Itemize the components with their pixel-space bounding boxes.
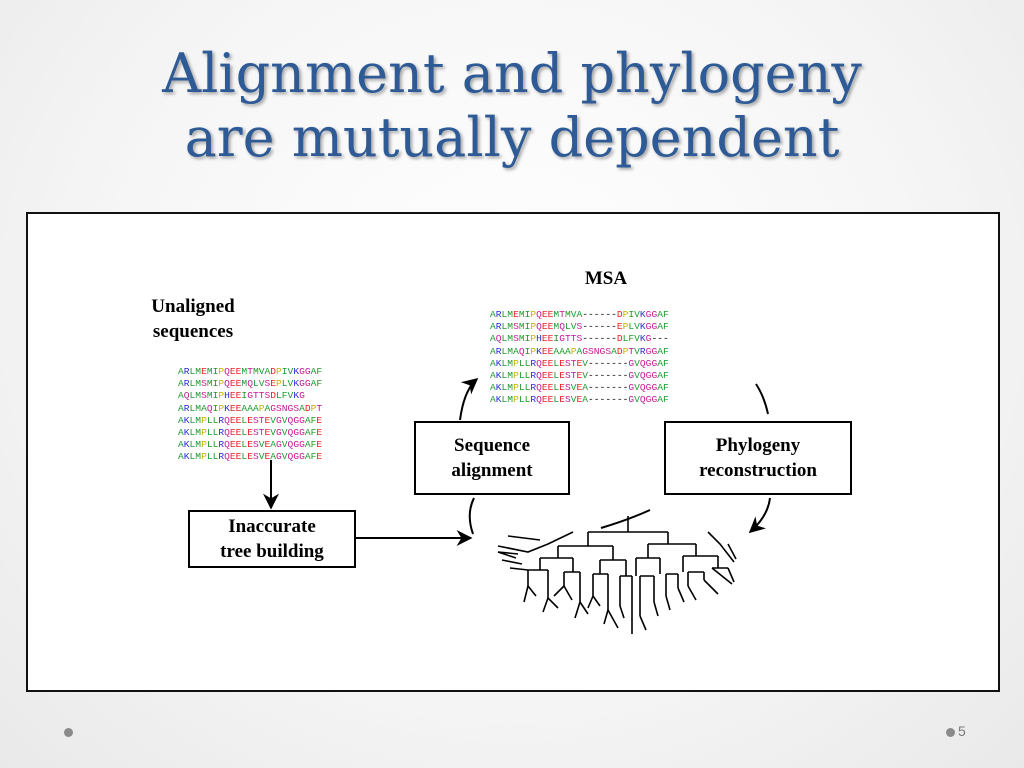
inaccurate-line2: tree building xyxy=(220,541,324,562)
sequence-alignment-box: Sequence alignment xyxy=(414,421,570,495)
seqalign-line1: Sequence xyxy=(454,435,530,456)
unaligned-label: Unaligned sequences xyxy=(138,294,248,344)
phylo-line1: Phylogeny xyxy=(715,435,801,456)
msa-label: MSA xyxy=(584,268,628,289)
unaligned-sequence-row: ARLMAQIPKEEAAAPAGSNGSADPT xyxy=(178,402,323,414)
msa-sequence-row: AQLMSMIPHEEIGTTS------DLFVKG--- xyxy=(490,333,669,345)
msa-sequence-row: ARLMAQIPKEEAAAPAGSNGSADPTVRGGAF xyxy=(490,345,669,357)
inaccurate-tree-box: Inaccurate tree building xyxy=(188,510,356,568)
msa-sequence-row: AKLMPLLRQEELESVEA-------GVQGGAF xyxy=(490,394,669,406)
msa-sequence-row: ARLMSMIPQEEMQLVS------EPLVKGGAF xyxy=(490,321,669,333)
msa-sequence-row: AKLMPLLRQEELESTEV-------GVQGGAF xyxy=(490,357,669,369)
inaccurate-line1: Inaccurate xyxy=(228,516,316,537)
unaligned-sequence-row: AKLMPLLRQEELESTEVGVQGGAFE xyxy=(178,427,323,439)
title-line-1: Alignment and phylogeny xyxy=(162,42,862,105)
phylogenetic-tree-icon xyxy=(497,516,737,634)
unaligned-sequence-row: AKLMPLLRQEELESVEAGVQGGAFE xyxy=(178,439,323,451)
slide-title: Alignment and phylogeny are mutually dep… xyxy=(0,42,1024,170)
msa-sequence-row: AKLMPLLRQEELESVEA-------GVQGGAF xyxy=(490,382,669,394)
phylogeny-reconstruction-box: Phylogeny reconstruction xyxy=(664,421,852,495)
title-line-2: are mutually dependent xyxy=(184,106,840,169)
unaligned-label-line1: Unaligned xyxy=(151,296,235,317)
msa-sequence-row: ARLMEMIPQEEMTMVA------DPIVKGGAF xyxy=(490,309,669,320)
diagram-graphics xyxy=(263,377,771,634)
arc-phylo-to-tree xyxy=(748,497,771,534)
unaligned-sequence-row: ARLMEMIPQEEMTMVADPIVKGGAF xyxy=(178,366,323,377)
diagram-figure: Unaligned sequences MSA ARLMEMIPQEEMTMVA… xyxy=(26,212,1000,692)
unaligned-sequence-row: AKLMPLLRQEELESTEVGVQGGAFE xyxy=(178,414,323,426)
arc-tree-to-sequence xyxy=(468,497,475,535)
page-number: 5 xyxy=(958,723,966,739)
msa-sequence-row: AKLMPLLRQEELESTEV-------GVQGGAF xyxy=(490,370,669,382)
bullet-dot-left xyxy=(64,728,73,737)
unaligned-label-line2: sequences xyxy=(152,321,234,342)
unaligned-sequence-row: AKLMPLLRQEELESVEAGVQGGAFE xyxy=(178,451,323,463)
seqalign-line2: alignment xyxy=(451,460,533,481)
unaligned-sequence-row: AQLMSMIPHEEIGTTSDLFVKG xyxy=(178,390,305,402)
arc-to-msa xyxy=(459,377,479,421)
unaligned-sequence-row: ARLMSMIPQEEMQLVSEPLVKGGAF xyxy=(178,378,323,390)
tree-top-arc xyxy=(600,509,651,529)
phylo-line2: reconstruction xyxy=(699,460,817,481)
arc-msa-to-phylo xyxy=(755,383,769,415)
bullet-dot-right xyxy=(946,728,955,737)
